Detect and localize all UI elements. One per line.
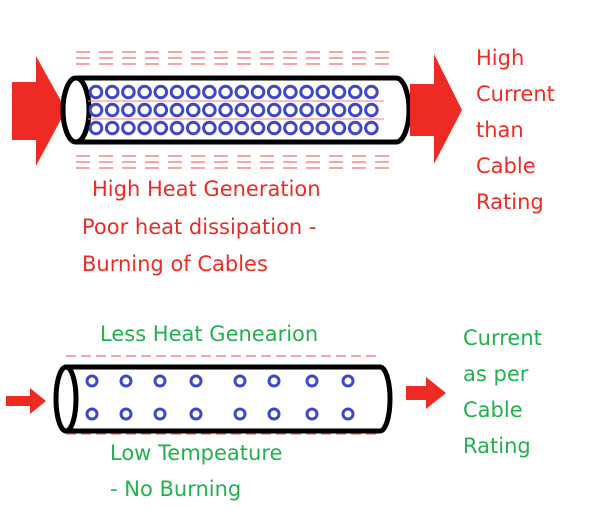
heat-description-top-line-1: High Heat Generation xyxy=(92,177,321,201)
output-label-top-line-2: Current xyxy=(476,82,555,106)
conductor-ring xyxy=(299,84,314,100)
conductor-ring xyxy=(121,120,136,136)
output-label-bottom-line-4: Rating xyxy=(463,434,531,458)
conductor-ring xyxy=(218,102,233,118)
conductor-ring xyxy=(234,102,250,118)
conductor-ring xyxy=(364,120,379,136)
conductor-ring xyxy=(85,374,99,388)
conductor-ring xyxy=(234,120,250,136)
conductor-ring xyxy=(119,374,133,388)
conductor-bundle-bottom xyxy=(85,374,355,421)
conductor-ring xyxy=(202,102,217,118)
conductor-ring xyxy=(341,374,355,388)
conductor-ring xyxy=(153,102,169,118)
output-label-top-line-1: High xyxy=(476,46,525,70)
conductor-ring xyxy=(137,84,152,100)
conductor-ring xyxy=(364,102,379,118)
conductor-ring xyxy=(283,102,298,118)
heat-dash-lines-bottom xyxy=(66,355,376,435)
conductor-ring xyxy=(315,102,331,118)
conductor-ring xyxy=(315,120,331,136)
heat-heading-bottom: Less Heat Genearion xyxy=(100,322,319,346)
conductor-ring xyxy=(185,120,201,136)
output-label-bottom-line-1: Current xyxy=(463,326,542,350)
conductor-ring xyxy=(189,374,203,388)
conductor-ring xyxy=(267,374,281,388)
conductor-ring xyxy=(104,120,120,136)
conductor-ring xyxy=(266,120,282,136)
conductor-ring xyxy=(250,84,266,100)
conductor-ring xyxy=(347,84,363,100)
conductor-ring xyxy=(250,120,266,136)
output-label-bottom-line-3: Cable xyxy=(463,398,523,422)
conductor-ring xyxy=(88,102,104,118)
conductor-ring xyxy=(233,374,247,388)
conductor-ring xyxy=(153,407,167,421)
output-label-top-line-4: Cable xyxy=(476,154,536,178)
conductor-ring xyxy=(85,407,99,421)
conductor-ring xyxy=(341,407,355,421)
conductor-ring xyxy=(283,120,298,136)
output-arrow-top xyxy=(410,54,462,164)
input-arrow-top xyxy=(12,56,66,166)
conductor-ring xyxy=(137,102,152,118)
heat-description-bottom-line-2: - No Burning xyxy=(110,477,242,501)
conductor-ring xyxy=(153,120,169,136)
conductor-ring xyxy=(121,84,136,100)
conductor-ring xyxy=(88,84,104,100)
conductor-ring xyxy=(250,102,266,118)
conductor-ring xyxy=(104,84,120,100)
conductor-ring xyxy=(305,407,319,421)
input-arrow-bottom xyxy=(6,388,46,414)
conductor-ring xyxy=(364,84,379,100)
heat-dash-lines-top xyxy=(76,51,389,169)
conductor-ring xyxy=(234,84,250,100)
heat-description-top-line-2: Poor heat dissipation - xyxy=(82,215,317,239)
conductor-ring xyxy=(299,102,314,118)
conductor-ring xyxy=(121,102,136,118)
conductor-ring xyxy=(283,84,298,100)
conductor-ring xyxy=(169,120,185,136)
conductor-ring xyxy=(266,84,282,100)
conductor-ring xyxy=(202,120,217,136)
conductor-bundle-top xyxy=(88,84,384,136)
conductor-ring xyxy=(218,84,233,100)
conductor-ring xyxy=(266,102,282,118)
conductor-ring xyxy=(233,407,247,421)
conductor-ring xyxy=(153,84,169,100)
conductor-ring xyxy=(137,120,152,136)
output-label-top-line-5: Rating xyxy=(476,190,544,214)
heat-description-top-line-3: Burning of Cables xyxy=(82,252,268,276)
output-label-top-line-3: than xyxy=(476,118,524,142)
conductor-ring xyxy=(315,84,331,100)
conductor-ring xyxy=(331,84,347,100)
conductor-ring xyxy=(299,120,314,136)
conductor-ring xyxy=(347,120,363,136)
conductor-ring xyxy=(185,84,201,100)
conductor-ring xyxy=(267,407,281,421)
conductor-ring xyxy=(347,102,363,118)
output-label-bottom-line-2: as per xyxy=(463,362,529,386)
conductor-ring xyxy=(331,102,347,118)
conductor-ring xyxy=(169,102,185,118)
conductor-ring xyxy=(153,374,167,388)
output-arrow-bottom xyxy=(406,377,446,409)
conductor-ring xyxy=(185,102,201,118)
conductor-ring xyxy=(331,120,347,136)
conductor-ring xyxy=(169,84,185,100)
conductor-ring xyxy=(104,102,120,118)
conductor-ring xyxy=(218,120,233,136)
conductor-ring xyxy=(119,407,133,421)
conductor-ring xyxy=(202,84,217,100)
heat-description-bottom-line-1: Low Tempeature xyxy=(110,441,283,465)
conductor-ring xyxy=(88,120,104,136)
conductor-ring xyxy=(305,374,319,388)
conductor-ring xyxy=(189,407,203,421)
cable-tube-bottom xyxy=(53,364,393,434)
cable-tube-top xyxy=(60,75,412,145)
